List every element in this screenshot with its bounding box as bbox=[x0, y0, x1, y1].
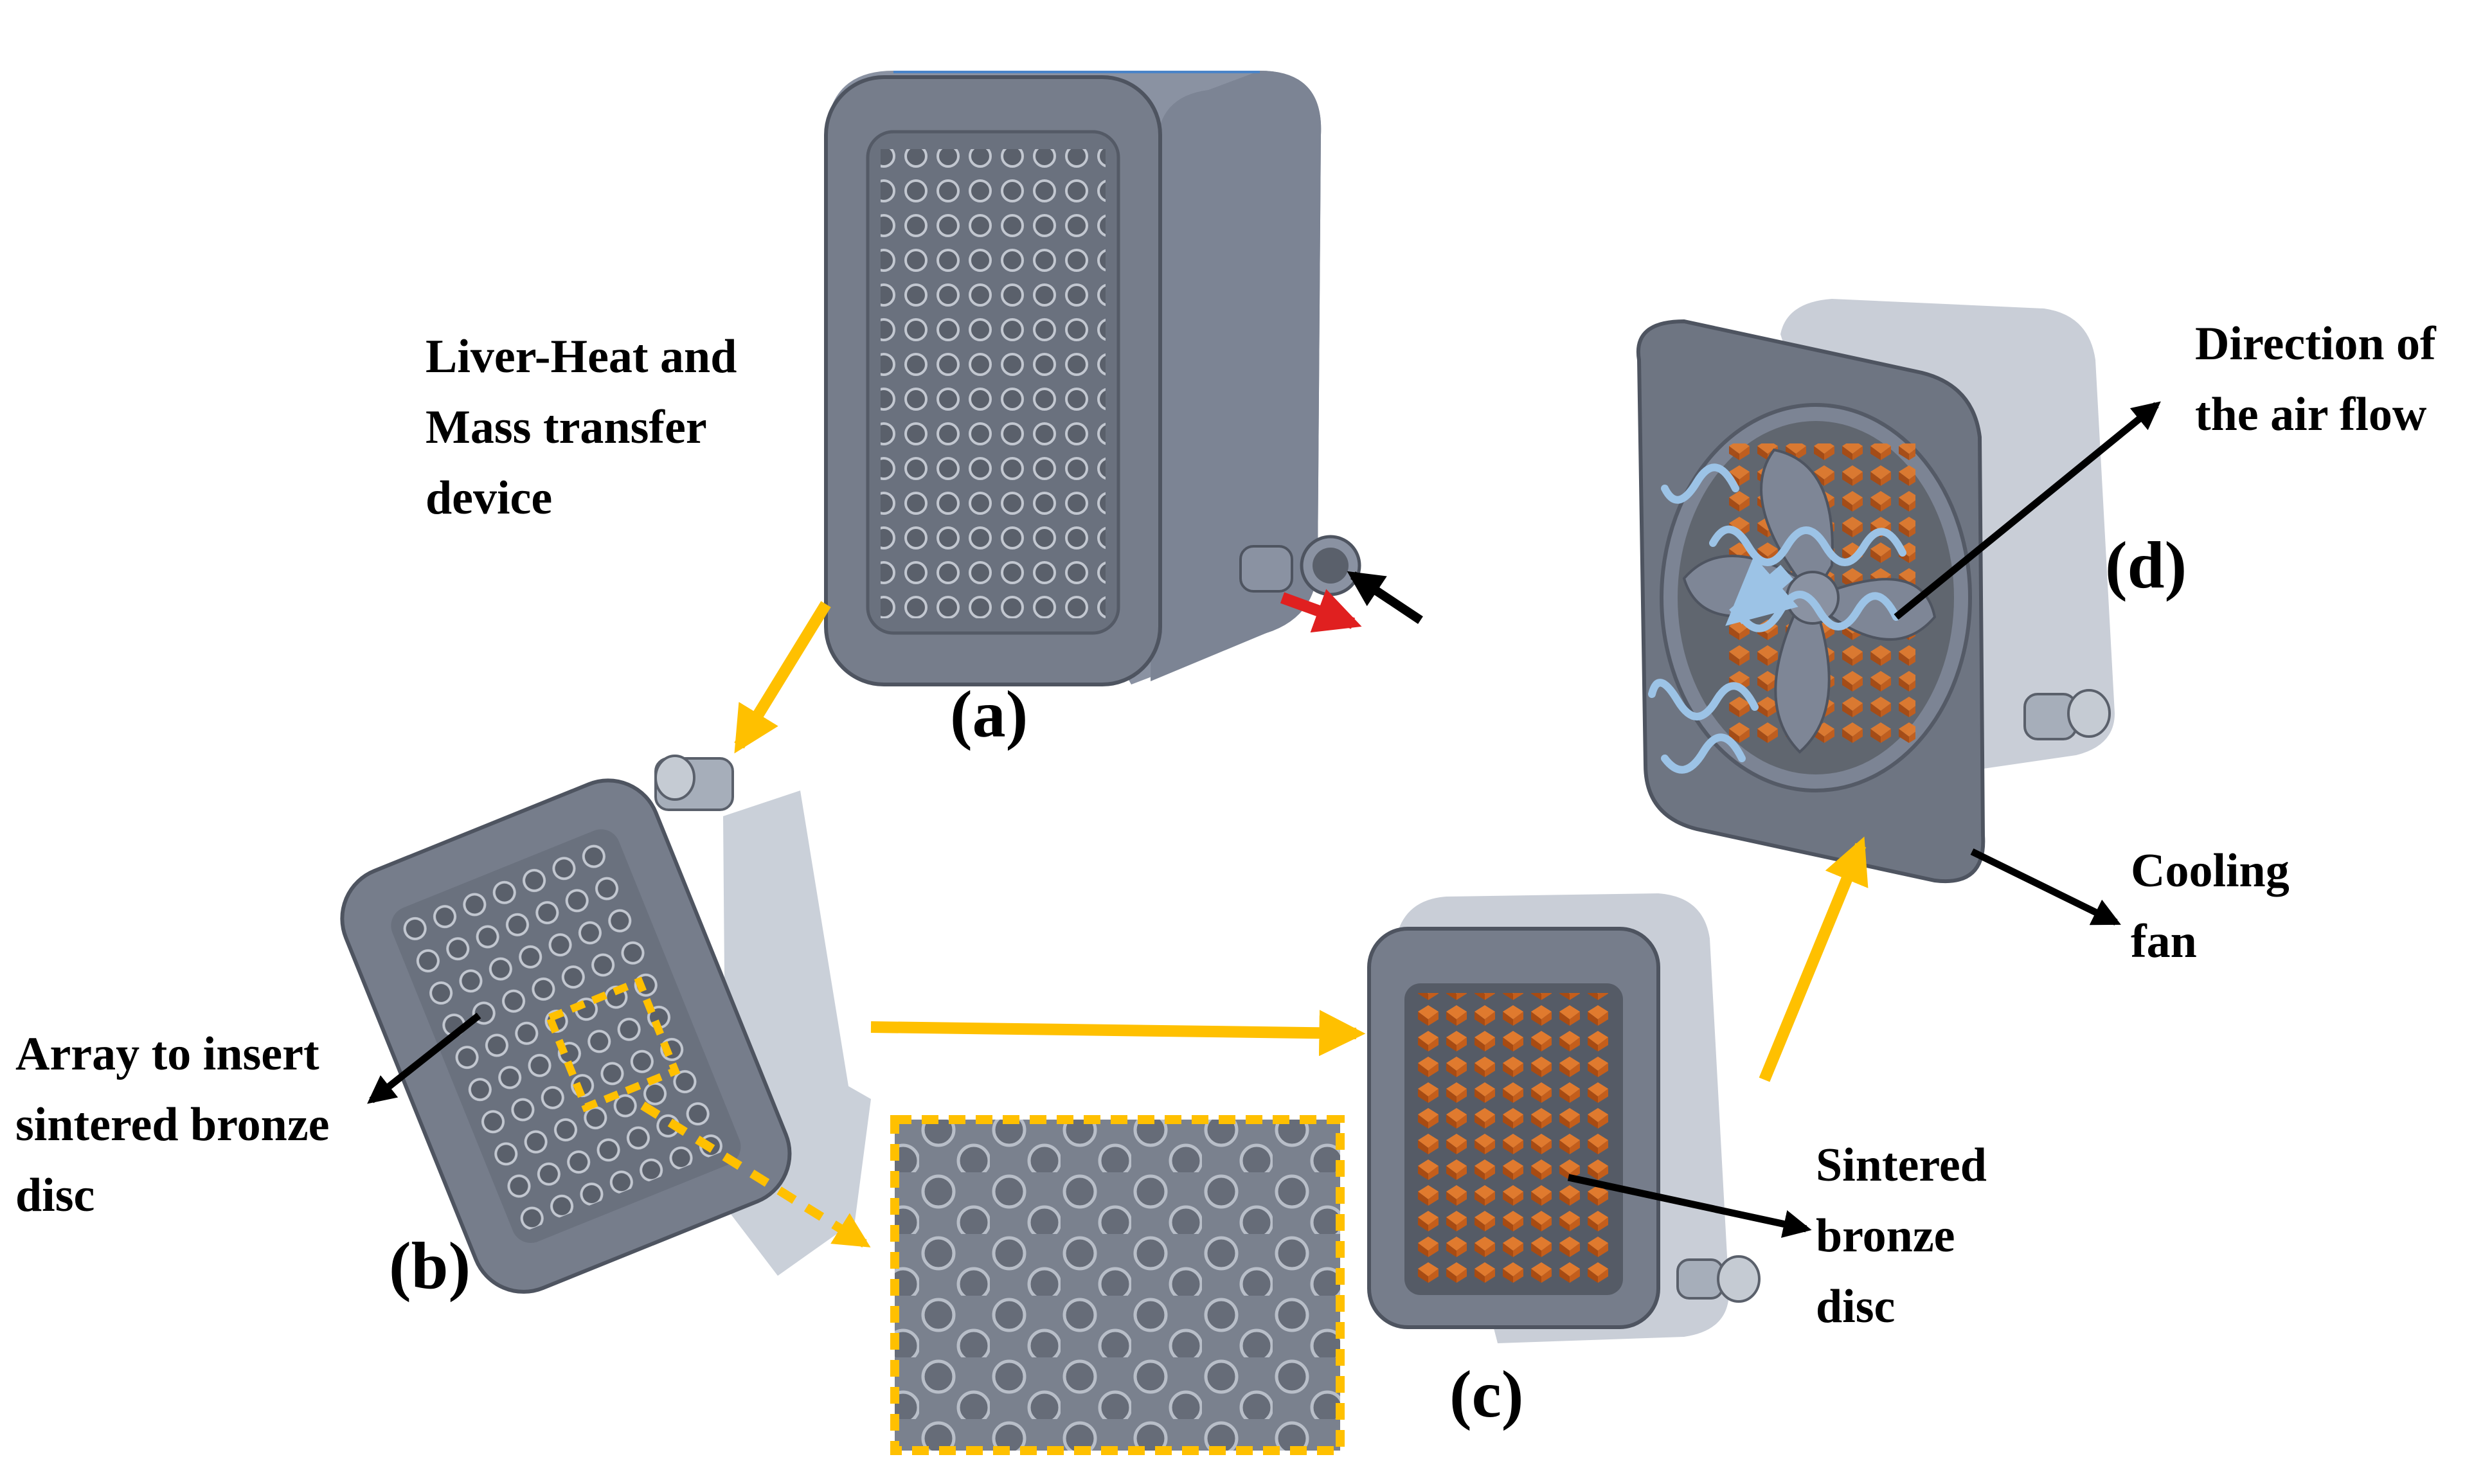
direction-label-line2: the air flow bbox=[2195, 388, 2427, 441]
array-label-line2: sintered bronze bbox=[15, 1098, 330, 1151]
device-a bbox=[824, 71, 1423, 686]
panel-label-b: (b) bbox=[389, 1229, 471, 1303]
panel-label-d: (d) bbox=[2105, 528, 2187, 602]
sintered-label: Sintered bronze disc bbox=[1816, 1130, 1987, 1342]
direction-label-line1: Direction of bbox=[2195, 317, 2436, 370]
zoom-inset bbox=[890, 1115, 1345, 1455]
array-label-line1: Array to insert bbox=[15, 1028, 319, 1080]
cooling-label: Cooling fan bbox=[2131, 836, 2290, 977]
pointer-arrows bbox=[367, 401, 2161, 1238]
sintered-label-line1: Sintered bbox=[1816, 1139, 1987, 1192]
sintered-label-line2: bronze bbox=[1816, 1210, 1955, 1262]
device-label-line3: device bbox=[426, 472, 553, 524]
device-c bbox=[1367, 893, 1761, 1343]
array-label: Array to insert sintered bronze disc bbox=[15, 1019, 330, 1231]
cooling-label-line2: fan bbox=[2131, 915, 2197, 968]
array-label-line3: disc bbox=[15, 1169, 95, 1222]
device-label-line1: Liver-Heat and bbox=[426, 330, 737, 383]
panel-label-a: (a) bbox=[950, 677, 1028, 751]
device-b bbox=[340, 755, 871, 1294]
panel-label-c: (c) bbox=[1449, 1357, 1524, 1431]
device-label-line2: Mass transfer bbox=[426, 401, 707, 454]
device-d bbox=[1636, 299, 2115, 884]
sintered-label-line3: disc bbox=[1816, 1280, 1896, 1333]
process-flow-arrows bbox=[734, 601, 1869, 1082]
direction-label: Direction of the air flow bbox=[2195, 308, 2436, 450]
device-label: Liver-Heat and Mass transfer device bbox=[426, 321, 737, 533]
cooling-label-line1: Cooling bbox=[2131, 845, 2290, 897]
